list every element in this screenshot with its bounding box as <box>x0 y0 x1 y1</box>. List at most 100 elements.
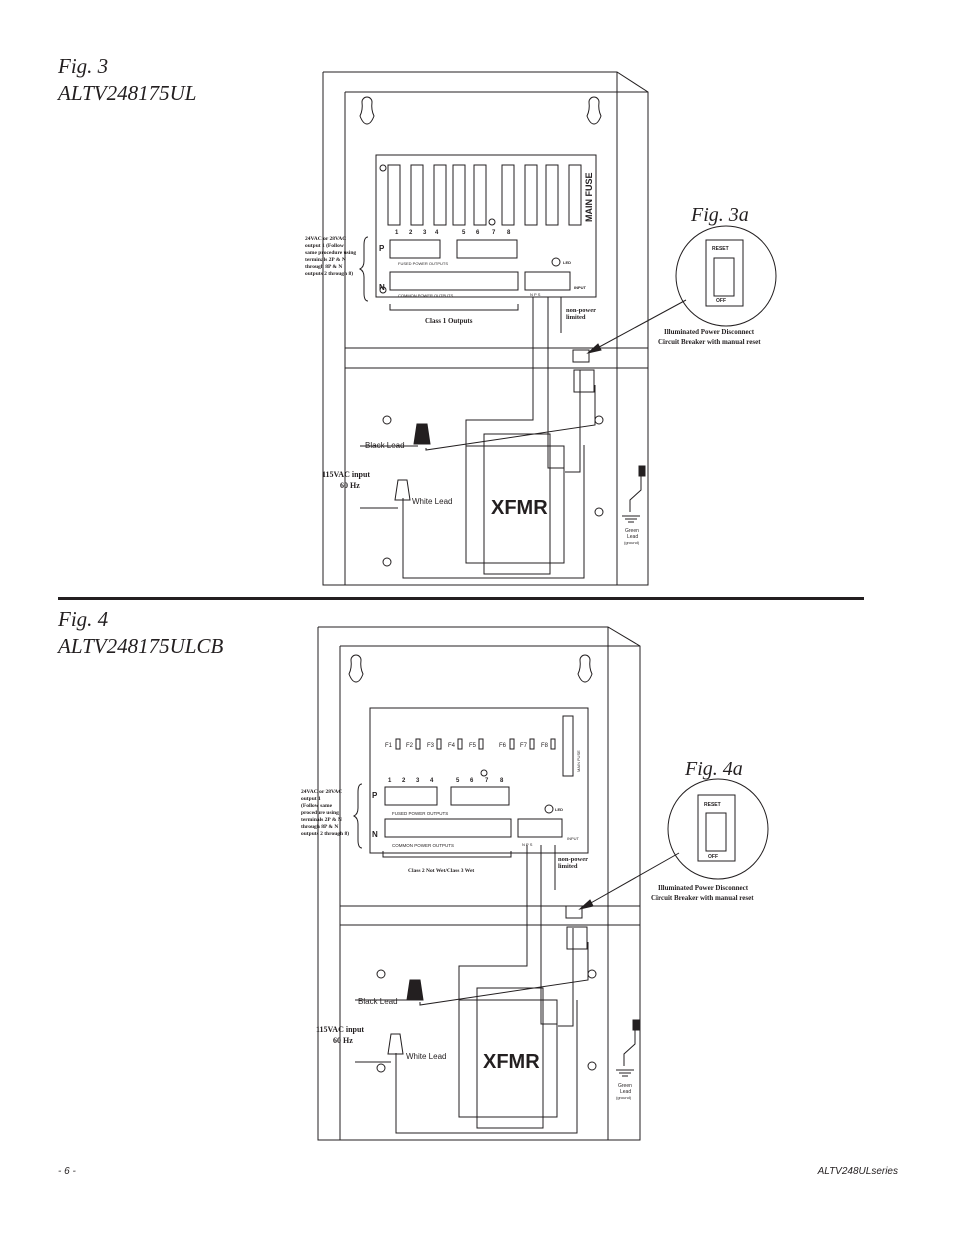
fig4-white-lead-label: White Lead <box>406 1052 446 1061</box>
fig4-breaker <box>565 905 583 919</box>
svg-text:output 1 (Follow: output 1 (Follow <box>305 242 344 249</box>
fig4a-callout <box>667 778 769 880</box>
fig4-row-p: P <box>372 791 378 800</box>
svg-text:outputs 2 through 8): outputs 2 through 8) <box>305 270 353 277</box>
fig3-transformer-core <box>465 445 565 564</box>
fig3-title: Fig. 3 ALTV248175UL <box>58 53 196 107</box>
svg-text:through 8P & N: through 8P & N <box>305 264 342 270</box>
fig4-fused-power-outputs: FUSED POWER OUTPUTS <box>392 811 448 816</box>
fig3-keyhole-right <box>586 96 602 125</box>
fig3-fuse-row <box>387 164 582 226</box>
fig3-green-lead-3: (ground) <box>624 540 640 545</box>
svg-text:terminals 2P & N: terminals 2P & N <box>301 817 342 823</box>
fig4-enclosure <box>317 626 641 1141</box>
fig3-keyhole-left <box>359 96 375 125</box>
fig3-tnum-2: 2 <box>409 230 413 236</box>
fig3-outputs-label: Class 1 Outputs <box>425 317 473 325</box>
fig3-non-power-1: non-power <box>566 307 596 314</box>
fig4-breaker-caption-2: Circuit Breaker with manual reset <box>651 894 754 902</box>
svg-text:4: 4 <box>430 778 434 784</box>
fig4-main-fuse <box>562 715 574 777</box>
fig4-terminal-n <box>384 818 512 838</box>
svg-text:F4: F4 <box>448 743 456 749</box>
fig3-led-label: LED <box>563 260 571 265</box>
svg-text:output 1: output 1 <box>301 796 321 802</box>
fig3-white-lead-connector <box>394 479 411 501</box>
fig4-outputs-bracket <box>382 851 512 858</box>
fig3a-callout <box>675 225 777 327</box>
fig4-green-lead-2: Lead <box>620 1089 631 1095</box>
fig4a-title: Fig. 4a <box>684 758 743 780</box>
fig4-black-lead-connector <box>406 979 424 1001</box>
fig4-left-bracket <box>352 783 363 849</box>
svg-text:F8: F8 <box>541 743 549 749</box>
fig4-terminal-input <box>517 818 563 838</box>
fig4-green-lead-1: Green <box>618 1083 632 1089</box>
fig4-black-lead-label: Black Lead <box>358 997 398 1006</box>
fig4-keyhole-right <box>577 654 593 683</box>
fig3-green-lead-2: Lead <box>627 534 638 540</box>
fig3-terminal-p-5-8 <box>456 239 518 259</box>
fig3-xfmr-label: XFMR <box>491 497 548 519</box>
fig4-input-label: INPUT <box>567 836 580 841</box>
fig3-model: ALTV248175UL <box>58 81 197 105</box>
fig4a-arrow <box>581 852 680 909</box>
svg-text:same procedure using: same procedure using <box>305 250 356 256</box>
fig3-breaker-caption-2: Circuit Breaker with manual reset <box>658 338 761 346</box>
svg-text:F6: F6 <box>499 743 507 749</box>
fig3-terminal-input <box>524 271 571 291</box>
fig4-common-power-outputs: COMMON POWER OUTPUTS <box>392 843 454 848</box>
fig4-input-voltage-1: 115VAC input <box>316 1025 364 1034</box>
svg-text:F5: F5 <box>469 743 477 749</box>
svg-text:2: 2 <box>402 778 406 784</box>
fig3a-breaker-body <box>705 239 744 307</box>
svg-text:(Follow same: (Follow same <box>301 802 333 809</box>
svg-text:outputs 2 through 8): outputs 2 through 8) <box>301 830 349 837</box>
fig4-terminal-numbers: 1 2 3 4 5 6 7 8 <box>388 778 504 784</box>
fig4-title: Fig. 4 ALTV248175ULCB <box>58 606 223 660</box>
svg-text:24VAC or 28VAC: 24VAC or 28VAC <box>301 789 342 795</box>
svg-text:8: 8 <box>500 778 504 784</box>
fig3a-off: OFF <box>716 298 726 304</box>
fig4-keyhole-left <box>348 654 364 683</box>
fig3-common-power-outputs: COMMON POWER OUTPUTS <box>398 293 453 298</box>
fig4-led <box>544 804 554 814</box>
fig4-transformer-core <box>458 999 558 1118</box>
fig3-fused-power-outputs: FUSED POWER OUTPUTS <box>398 261 448 266</box>
fig4-led-label: LED <box>555 807 563 812</box>
svg-text:7: 7 <box>485 778 489 784</box>
fig3-main-fuse-label: MAIN FUSE <box>584 173 594 223</box>
fig4-label: Fig. 4 <box>58 607 109 631</box>
fig3-tnum-3: 3 <box>423 230 427 236</box>
fig3-input-voltage-1: 115VAC input <box>322 470 370 479</box>
fig3-breaker <box>572 349 590 363</box>
svg-text:1: 1 <box>388 778 392 784</box>
fig3-outputs-bracket <box>389 304 519 311</box>
fig3a-title: Fig. 3a <box>690 204 749 226</box>
fig3-tnum-8: 8 <box>507 230 511 236</box>
fig4a-off: OFF <box>708 854 718 860</box>
svg-text:24VAC or 28VAC: 24VAC or 28VAC <box>305 236 346 242</box>
fig3-input-label: INPUT <box>574 285 587 290</box>
fig4-input-terms: N P S <box>522 842 533 847</box>
fig3-note-left: 24VAC or 28VAC output 1 (Follow same pro… <box>305 236 356 277</box>
fig4-input-voltage-2: 60 Hz <box>333 1036 353 1045</box>
fig4-outputs-label: Class 2 Not Wet/Class 3 Wet <box>408 868 474 874</box>
fig3-row-n: N <box>379 283 385 292</box>
fig3-row-p: P <box>379 244 385 253</box>
fig3-tnum-6: 6 <box>476 230 480 236</box>
fig4-non-power-1: non-power <box>558 856 588 863</box>
series-name: ALTV248ULseries <box>817 1166 898 1177</box>
svg-text:F3: F3 <box>427 743 435 749</box>
fig3-tnum-4: 4 <box>435 230 439 236</box>
fig3-breaker-caption-1: Illuminated Power Disconnect <box>664 328 755 336</box>
fig3-label: Fig. 3 <box>58 54 109 78</box>
fig3-input-terms: N P S <box>530 292 541 297</box>
fig3-non-power-2: limited <box>566 314 586 321</box>
fig3-terminal-n <box>389 271 519 291</box>
fig4-model: ALTV248175ULCB <box>58 634 224 658</box>
fig3-green-lead-1: Green <box>625 528 639 534</box>
fig3-tnum-7: 7 <box>492 230 496 236</box>
fig3-input-voltage-2: 60 Hz <box>340 481 360 490</box>
fig4-ground-stud <box>632 1019 640 1031</box>
